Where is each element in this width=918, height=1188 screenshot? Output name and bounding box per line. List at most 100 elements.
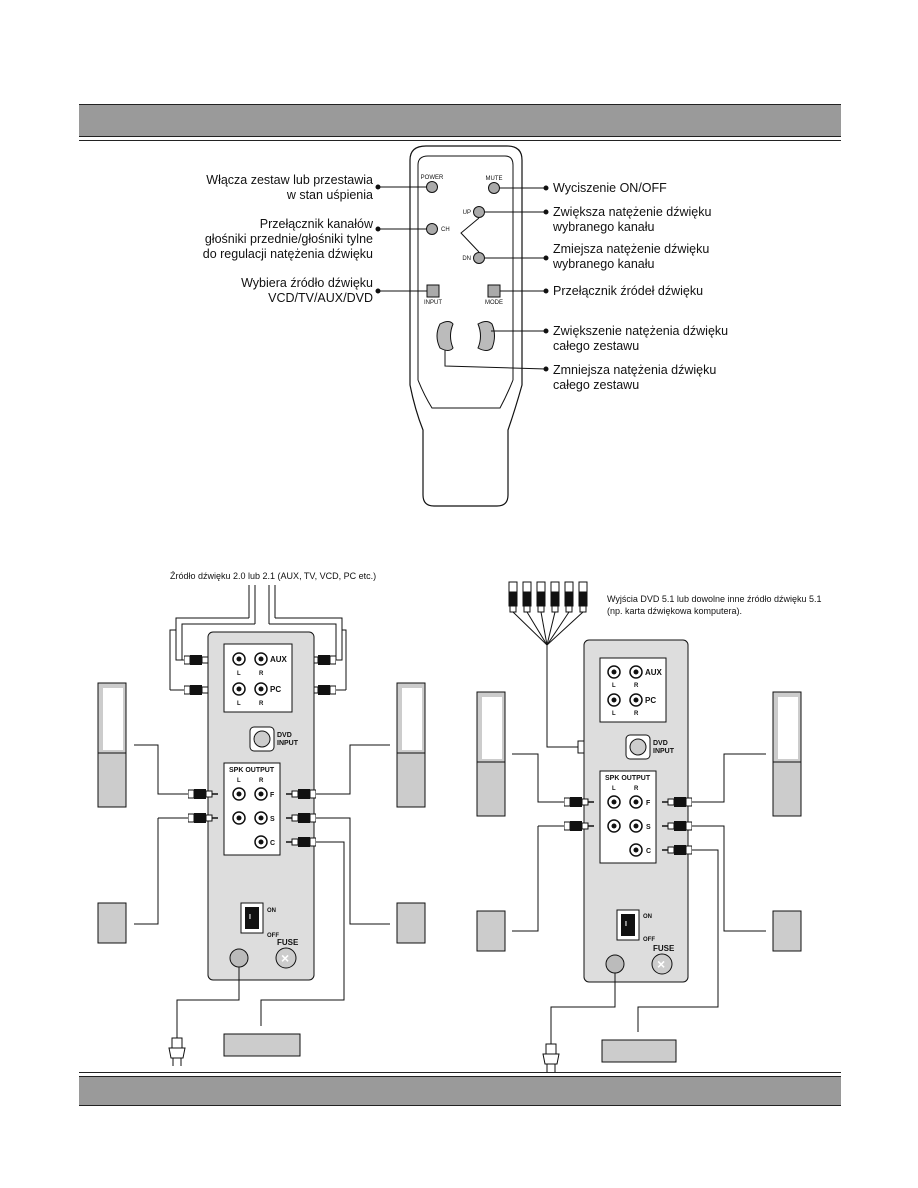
- left-spk-l: L: [237, 778, 241, 784]
- volume-up-rocker[interactable]: [477, 321, 495, 351]
- power-callout-line2: w stan uśpienia: [286, 188, 373, 202]
- volup-callout-line2: całego zestawu: [553, 339, 639, 353]
- left-aux-label: AUX: [270, 655, 288, 664]
- mode-button-label: MODE: [485, 300, 503, 306]
- right-source-line2: (np. karta dźwiękowa komputera).: [607, 606, 742, 616]
- left-dvd-input-port[interactable]: [253, 730, 271, 748]
- right-subwoofer: [601, 1039, 677, 1063]
- right-fuse-icon: ×: [657, 956, 665, 972]
- right-front-left-speaker: [476, 691, 506, 817]
- input-button[interactable]: [426, 284, 440, 298]
- left-on-label: ON: [267, 908, 276, 914]
- left-subwoofer: [223, 1033, 301, 1057]
- power-button-label: POWER: [421, 175, 444, 181]
- right-f-label: F: [646, 800, 651, 807]
- right-rear-left-speaker: [476, 910, 506, 952]
- left-pc-r: R: [259, 701, 264, 707]
- right-on-label: ON: [643, 914, 652, 920]
- footer-bar: [79, 1076, 841, 1106]
- right-dvd-input-port[interactable]: [629, 738, 647, 756]
- right-source-cables: [512, 611, 584, 748]
- right-aux-label: AUX: [645, 668, 663, 677]
- right-pc-label: PC: [645, 696, 656, 705]
- right-aux-l: L: [612, 683, 616, 689]
- left-spk-output-label: SPK OUTPUT: [229, 767, 275, 774]
- power-button[interactable]: [426, 181, 438, 193]
- left-spk-r: R: [259, 778, 264, 784]
- footer-topline: [79, 1072, 841, 1073]
- voldn-callout-line1: Zmniejsza natężenia dźwięku: [553, 363, 716, 377]
- left-fuse-icon: ×: [281, 950, 289, 966]
- left-spk-jacks: [232, 787, 268, 849]
- left-c-label: C: [270, 840, 275, 847]
- right-spk-r: R: [634, 786, 639, 792]
- dn-button[interactable]: [473, 252, 485, 264]
- mute-callout: Wyciszenie ON/OFF: [553, 181, 667, 195]
- left-power-inlet: [229, 948, 249, 968]
- left-aux-l: L: [237, 671, 241, 677]
- ch-callout-line1: Przełącznik kanałów: [260, 217, 374, 231]
- right-spk-l: L: [612, 786, 616, 792]
- right-s-label: S: [646, 824, 651, 831]
- left-rear-left-speaker: [97, 902, 127, 944]
- ch-triangle-icon: [460, 217, 480, 253]
- right-speaker-cables: [512, 753, 766, 1044]
- left-off-label: OFF: [267, 933, 279, 939]
- mode-button[interactable]: [487, 284, 501, 298]
- mode-callout: Przełącznik źródeł dźwięku: [553, 284, 703, 298]
- right-aux-jacks: [607, 665, 643, 707]
- left-dvd-label: DVD: [277, 732, 292, 739]
- up-button[interactable]: [473, 206, 485, 218]
- ch-callout-line2: głośniki przednie/głośniki tylne: [205, 232, 373, 246]
- left-power-plug: [168, 1037, 186, 1066]
- right-off-label: OFF: [643, 937, 655, 943]
- header-underline: [79, 140, 841, 141]
- left-fuse-holder: [275, 947, 297, 969]
- left-source-cables: [169, 585, 347, 691]
- ch-button-label: CH: [441, 227, 450, 233]
- right-power-inlet: [605, 954, 625, 974]
- dn-callout-line1: Zmiejsza natężenie dźwięku: [553, 242, 709, 256]
- right-aux-r: R: [634, 683, 639, 689]
- left-switch-mark: I: [249, 914, 251, 921]
- right-switch-mark: I: [625, 921, 627, 928]
- left-fuse-label: FUSE: [277, 938, 299, 947]
- left-pc-l: L: [237, 701, 241, 707]
- right-pc-r: R: [634, 711, 639, 717]
- left-rear-right-speaker: [396, 902, 426, 944]
- right-dvd-label: DVD: [653, 740, 668, 747]
- callout-lines: [375, 184, 549, 372]
- right-c-label: C: [646, 848, 651, 855]
- right-source-plugs: [508, 581, 588, 613]
- left-aux-jacks: [232, 652, 268, 696]
- right-fuse-holder: [651, 953, 673, 975]
- up-button-label: UP: [463, 210, 471, 216]
- remote-control: [409, 145, 523, 507]
- volume-down-rocker[interactable]: [436, 321, 454, 351]
- up-callout-line1: Zwiększa natężenie dźwięku: [553, 205, 711, 219]
- right-pc-l: L: [612, 711, 616, 717]
- input-callout-line2: VCD/TV/AUX/DVD: [268, 291, 373, 305]
- mute-button-label: MUTE: [486, 176, 503, 182]
- right-dvd-input-label: INPUT: [653, 748, 675, 755]
- left-s-label: S: [270, 816, 275, 823]
- header-bar: [79, 104, 841, 137]
- power-callout-line1: Włącza zestaw lub przestawia: [206, 173, 373, 187]
- input-button-label: INPUT: [424, 300, 442, 306]
- left-aux-r: R: [259, 671, 264, 677]
- left-source-caption: Źródło dźwięku 2.0 lub 2.1 (AUX, TV, VCD…: [170, 571, 376, 581]
- left-pc-label: PC: [270, 685, 281, 694]
- input-callout-line1: Wybiera źródło dźwięku: [241, 276, 373, 290]
- left-front-left-speaker: [97, 682, 127, 808]
- left-dvd-input-label: INPUT: [277, 740, 299, 747]
- mute-button[interactable]: [488, 182, 500, 194]
- left-speaker-cables: [134, 744, 390, 1038]
- right-power-plug: [542, 1043, 560, 1072]
- ch-button[interactable]: [426, 223, 438, 235]
- left-front-right-speaker: [396, 682, 426, 808]
- volup-callout-line1: Zwiększenie natężenia dźwięku: [553, 324, 728, 338]
- right-spk-output-label: SPK OUTPUT: [605, 775, 651, 782]
- ch-callout-line3: do regulacji natężenia dźwięku: [203, 247, 373, 261]
- right-front-right-speaker: [772, 691, 802, 817]
